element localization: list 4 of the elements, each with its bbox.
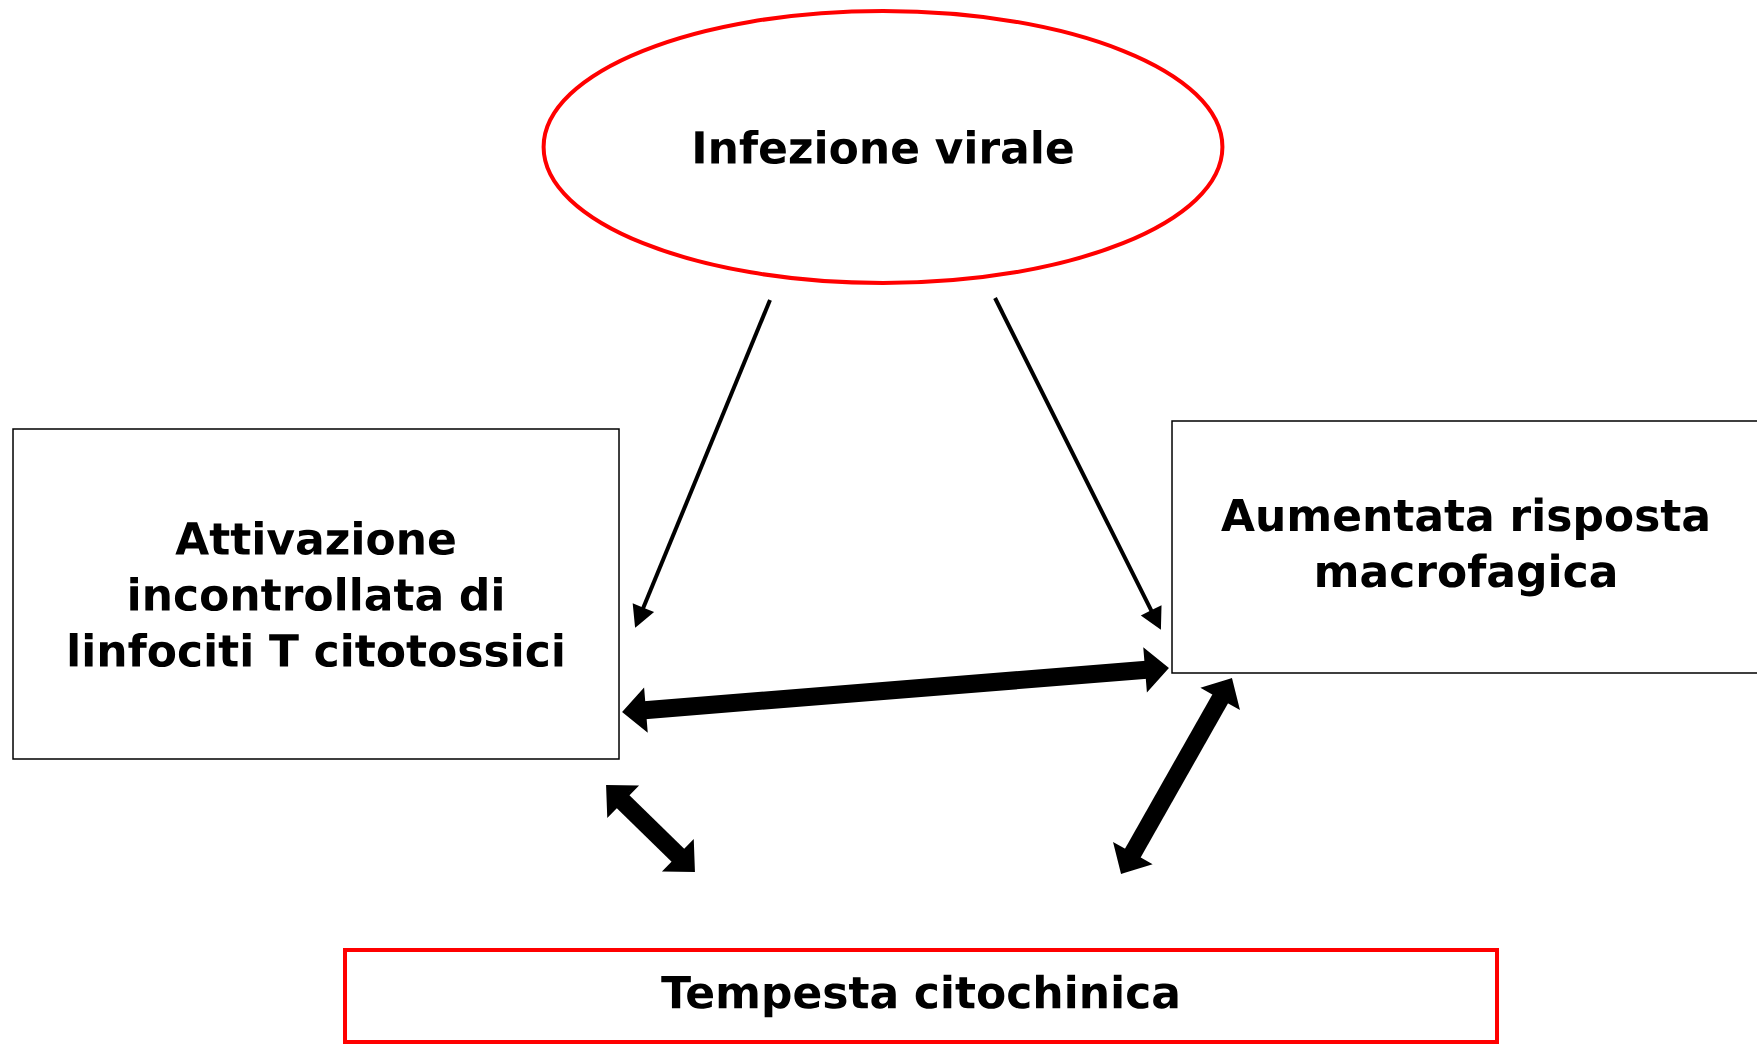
- process-box: Attivazione incontrollata di linfociti T citotossici: [12, 428, 620, 760]
- outcome-box: Tempesta citochinica: [343, 948, 1499, 1044]
- arrow: [606, 785, 695, 872]
- process-box: Aumentata risposta macrofagica: [1171, 420, 1757, 674]
